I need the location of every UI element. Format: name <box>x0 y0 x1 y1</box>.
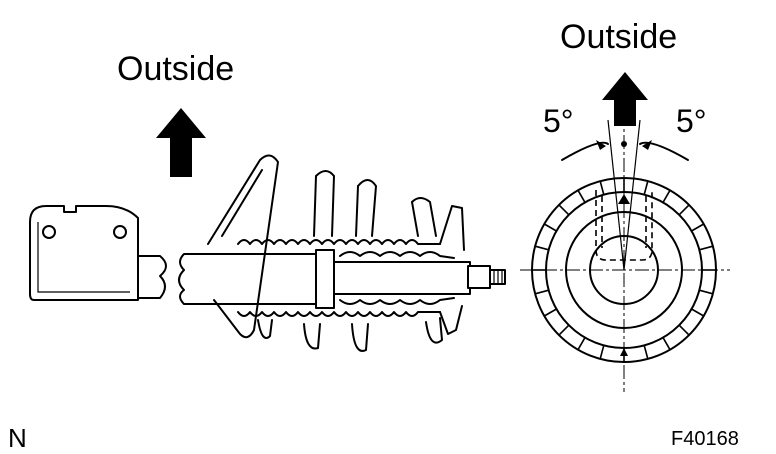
spring-seat-rib <box>534 245 549 251</box>
spring-seat-rib <box>662 337 671 351</box>
spring-seat-rib <box>643 180 649 195</box>
spring-seat-rib <box>699 245 714 251</box>
upper-mount <box>439 205 465 335</box>
spring-seat-rib <box>577 189 586 203</box>
outside-label-left: Outside <box>117 50 235 88</box>
spring-seat-rib <box>691 223 705 232</box>
angle-label-right: 5° <box>676 103 707 139</box>
spring-seat-rib <box>558 324 570 336</box>
spring-seat-rib <box>699 289 714 295</box>
spring-seat-rib <box>577 337 586 351</box>
angle-label-left: 5° <box>543 103 574 139</box>
spring-seat-rib <box>543 308 557 317</box>
spring-seat-rib <box>662 189 671 203</box>
spring-seat-ribs <box>532 178 716 362</box>
spring-seat-top-view <box>520 177 730 363</box>
coil-spring <box>207 154 443 352</box>
shock-absorber <box>178 249 506 309</box>
arrow-up-icon <box>156 108 206 177</box>
north-label: N <box>8 423 27 453</box>
spring-seat-rib <box>691 308 705 317</box>
outside-label-right: Outside <box>560 18 678 56</box>
spring-seat-rib <box>678 324 690 336</box>
knuckle-bracket <box>29 205 167 301</box>
spring-seat-rib <box>643 345 649 360</box>
dust-boot <box>237 239 441 317</box>
spring-seat-rib <box>599 180 605 195</box>
arrow-up-icon <box>602 72 648 126</box>
figure-id: F40168 <box>671 428 739 450</box>
spring-seat-rib <box>543 223 557 232</box>
spring-seat-rib <box>678 204 690 216</box>
spring-seat-rib <box>534 289 549 295</box>
spring-seat-rib <box>558 204 570 216</box>
spring-seat-rib <box>599 345 605 360</box>
angle-indicator <box>561 112 689 392</box>
